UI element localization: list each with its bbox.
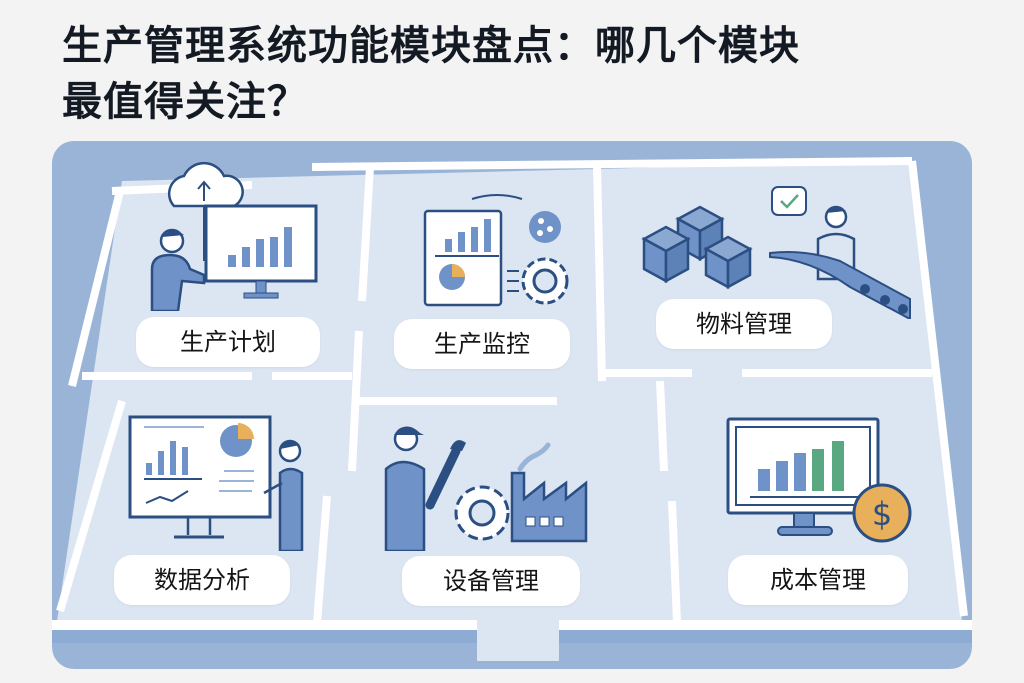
title-line-2: 最值得关注？ [62,79,308,125]
module-label-data-analysis[interactable]: 数据分析 [114,555,290,605]
person-presenting-chart-cloud-upload-icon [150,161,318,311]
dashboard-gear-icon [423,194,569,307]
presentation-board-charts-icon [128,415,304,551]
page-title: 生产管理系统功能模块盘点：哪几个模块 最值得关注？ [62,18,982,130]
boxes-conveyor-worker-icon [641,186,911,319]
module-label-cost-management[interactable]: 成本管理 [728,555,908,605]
floor-plan-board: 生产计划 生产监控 物料管理 [52,141,972,669]
module-label-production-planning[interactable]: 生产计划 [136,317,320,367]
worker-wrench-gear-factory-icon [384,426,588,551]
svg-text:$: $ [872,495,892,533]
monitor-chart-dollar-coin-icon: $ [726,417,912,543]
title-line-1: 生产管理系统功能模块盘点：哪几个模块 [62,23,800,69]
module-label-production-monitoring[interactable]: 生产监控 [394,319,570,369]
module-label-material-management[interactable]: 物料管理 [656,299,832,349]
module-label-equipment-management[interactable]: 设备管理 [402,556,580,606]
